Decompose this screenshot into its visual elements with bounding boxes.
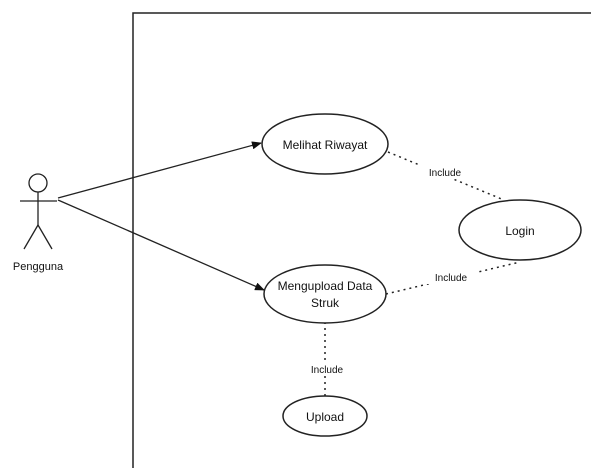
include-label-riwayat-login: Include [429, 168, 462, 179]
system-boundary [132, 12, 591, 468]
usecase-label: Login [505, 224, 534, 238]
usecase-ellipse [263, 264, 387, 324]
include-label-bg [425, 270, 477, 284]
actor-pengguna[interactable]: Pengguna [13, 173, 64, 273]
actor-head-icon [28, 173, 48, 193]
usecase-ellipse [458, 199, 582, 261]
usecase-ellipse [282, 395, 368, 437]
usecase-upload[interactable]: Upload [282, 395, 368, 437]
usecase-label: Upload [306, 410, 344, 424]
association-upload-data [57, 199, 265, 291]
include-line-upload-login [385, 261, 521, 295]
actor-label: Pengguna [13, 261, 64, 273]
include-label-bg [419, 165, 471, 179]
usecase-ellipse [261, 113, 389, 175]
usecase-label-line-1: Mengupload Data [278, 279, 373, 293]
association-riwayat [57, 141, 262, 199]
include-label-upload-login: Include [435, 273, 468, 284]
usecase-label-line-2: Struk [311, 296, 340, 310]
usecase-melihat-riwayat[interactable]: Melihat Riwayat [261, 113, 389, 175]
usecase-label: Melihat Riwayat [283, 138, 368, 152]
usecase-login[interactable]: Login [458, 199, 582, 261]
actor-right-leg [37, 224, 53, 250]
include-label-upload-data-upload: Include [311, 365, 344, 376]
usecase-mengupload-data-struk[interactable]: Mengupload Data Struk [263, 264, 387, 324]
include-label-bg [305, 362, 349, 376]
actor-left-leg [23, 224, 39, 250]
